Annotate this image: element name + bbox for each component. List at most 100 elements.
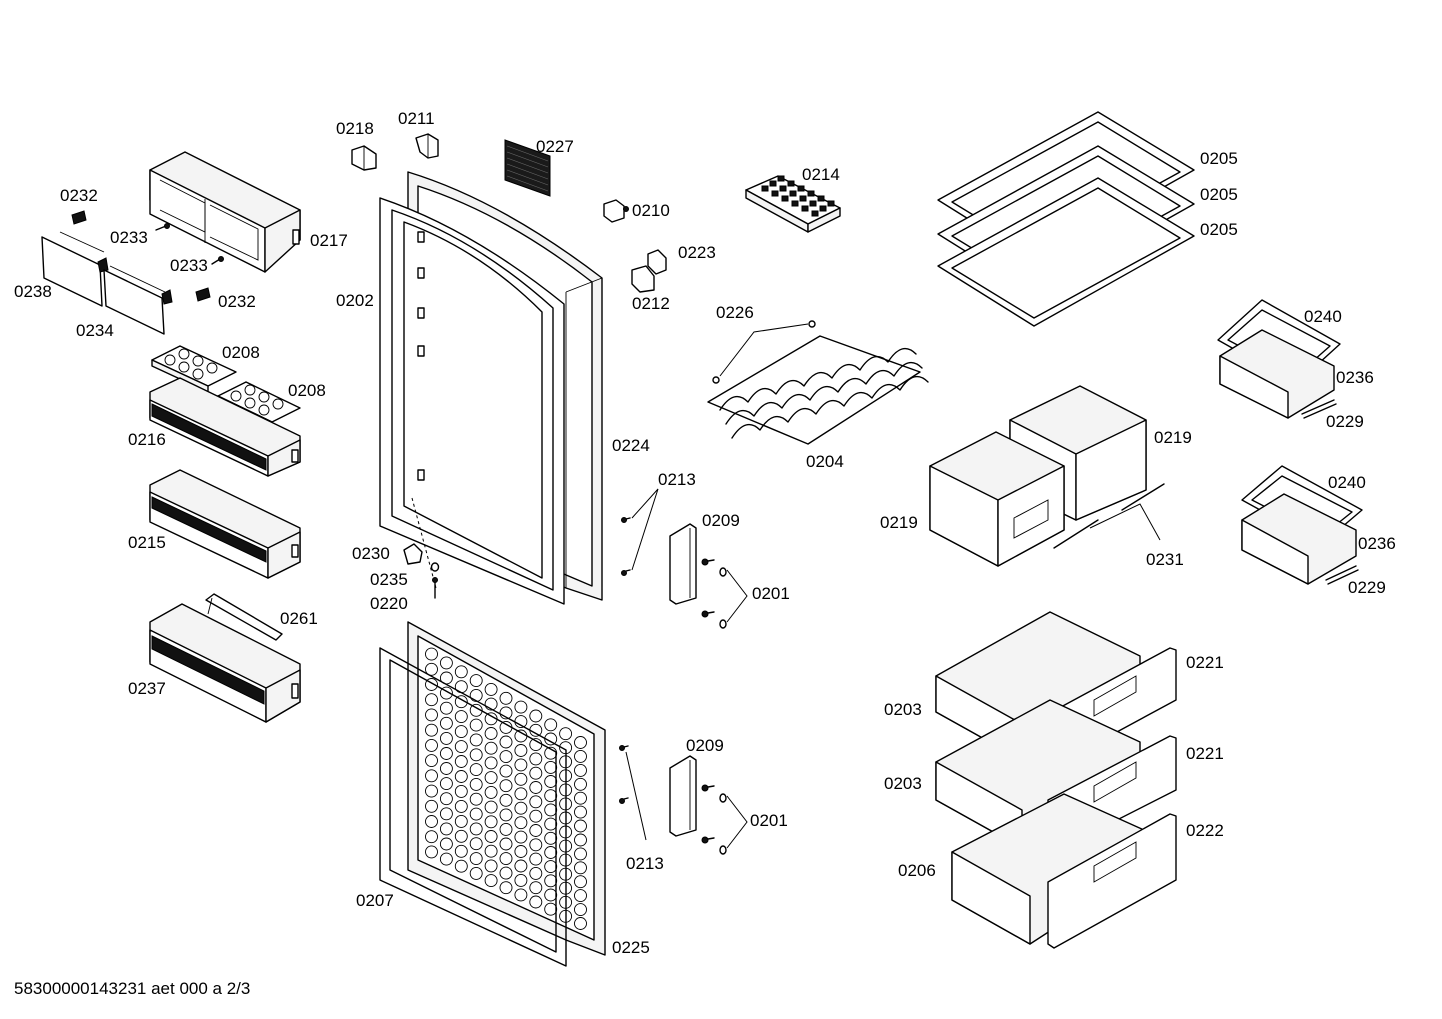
door-dimple (469, 866, 483, 880)
door-dimple (574, 791, 587, 805)
door-dimple (484, 727, 498, 740)
door-dimple (574, 889, 587, 903)
door-dimple (425, 845, 438, 859)
door-dimple (514, 787, 528, 801)
label-0210: 0210 (632, 201, 670, 220)
part-0238-flap (41, 231, 109, 307)
part-0261-bottle-retainer (205, 593, 283, 641)
document-reference: 58300000143231 aet 000 a 2/3 (14, 979, 251, 998)
part-0232-clip-bottom (195, 287, 211, 302)
ice-cube-cell (761, 185, 769, 192)
label-0240-upper: 0240 (1304, 307, 1342, 326)
door-dimple (484, 859, 498, 873)
part-0226-rack-pegs (712, 320, 816, 384)
label-0236-upper: 0236 (1336, 368, 1374, 387)
door-dimple (514, 700, 528, 714)
door-dimple (544, 888, 558, 902)
label-0208-lower: 0208 (288, 381, 326, 400)
label-0217: 0217 (310, 231, 348, 250)
door-dimple (529, 766, 543, 780)
door-dimple (529, 881, 543, 895)
door-dimple (544, 803, 558, 817)
part-0230-bearing (403, 543, 423, 565)
door-dimple (425, 693, 438, 707)
door-dimple (439, 807, 453, 821)
door-dimple (574, 763, 587, 777)
door-dimple (439, 792, 453, 806)
door-dimple (574, 861, 587, 875)
door-dimple (439, 747, 453, 760)
door-dimple (499, 764, 513, 778)
label-0205-1: 0205 (1200, 149, 1238, 168)
label-0208-upper: 0208 (222, 343, 260, 362)
part-0219-container-front (929, 431, 1065, 567)
part-0217-butter-compartment (149, 151, 301, 273)
label-0215: 0215 (128, 533, 166, 552)
door-dimple (484, 844, 498, 858)
part-0237-bottle-shelf (149, 603, 301, 723)
label-0201-lower: 0201 (750, 811, 788, 830)
door-dimple (514, 816, 528, 830)
part-0215-door-shelf (149, 469, 301, 579)
label-0222: 0222 (1186, 821, 1224, 840)
door-dimple (484, 771, 498, 785)
label-0238: 0238 (14, 282, 52, 301)
label-0214: 0214 (802, 165, 840, 184)
part-0220-pin (432, 577, 438, 599)
label-0205-3: 0205 (1200, 220, 1238, 239)
label-0212: 0212 (632, 294, 670, 313)
door-dimple (439, 686, 453, 700)
ice-cube-cell (771, 190, 779, 197)
door-dimple (574, 777, 587, 791)
door-dimple (425, 830, 438, 844)
door-dimple (544, 860, 558, 874)
door-dimple (469, 674, 483, 688)
ice-cube-cell (801, 205, 809, 212)
door-dimple (499, 706, 513, 720)
door-dimple (439, 731, 453, 745)
door-dimple (529, 809, 543, 823)
label-0209-lower: 0209 (686, 736, 724, 755)
ice-cube-cell (807, 190, 815, 197)
part-0231-rods (1053, 483, 1165, 549)
door-dimple (439, 762, 453, 775)
part-0210-hinge-bush (603, 199, 629, 223)
door-dimple (574, 736, 587, 749)
door-dimple (484, 874, 498, 888)
door-dimple (439, 701, 453, 715)
door-dimple (484, 830, 498, 843)
label-0237: 0237 (128, 679, 166, 698)
part-0225-lower-door (407, 621, 606, 956)
door-dimple (469, 822, 483, 836)
door-dimple (544, 760, 558, 774)
part-0232-clip-top (71, 210, 87, 225)
door-dimple (469, 748, 483, 762)
label-0232-top: 0232 (60, 186, 98, 205)
door-dimple (469, 718, 483, 732)
part-0204-bottle-rack (707, 335, 929, 445)
door-dimple (454, 710, 468, 724)
door-dimple (454, 844, 468, 858)
door-dimple (454, 755, 468, 768)
door-dimple (469, 852, 483, 866)
ice-cube-cell (787, 180, 795, 187)
part-0212-hinge-cover (631, 265, 655, 293)
label-0221-upper: 0221 (1186, 653, 1224, 672)
door-dimple (454, 859, 468, 873)
door-dimple (529, 866, 543, 880)
part-0229-rod-lower (1325, 565, 1359, 585)
door-dimple (439, 837, 453, 851)
label-0213-lower: 0213 (626, 854, 664, 873)
door-dimple (544, 831, 558, 845)
door-dimple (425, 769, 438, 783)
door-dimple (529, 781, 543, 794)
door-dimple (454, 665, 468, 679)
label-0236-lower: 0236 (1358, 534, 1396, 553)
door-dimple (499, 837, 513, 851)
door-dimple (469, 837, 483, 851)
door-dimple (425, 754, 438, 768)
door-dimple (529, 709, 543, 723)
door-dimple (425, 678, 438, 691)
door-dimple (574, 805, 587, 819)
